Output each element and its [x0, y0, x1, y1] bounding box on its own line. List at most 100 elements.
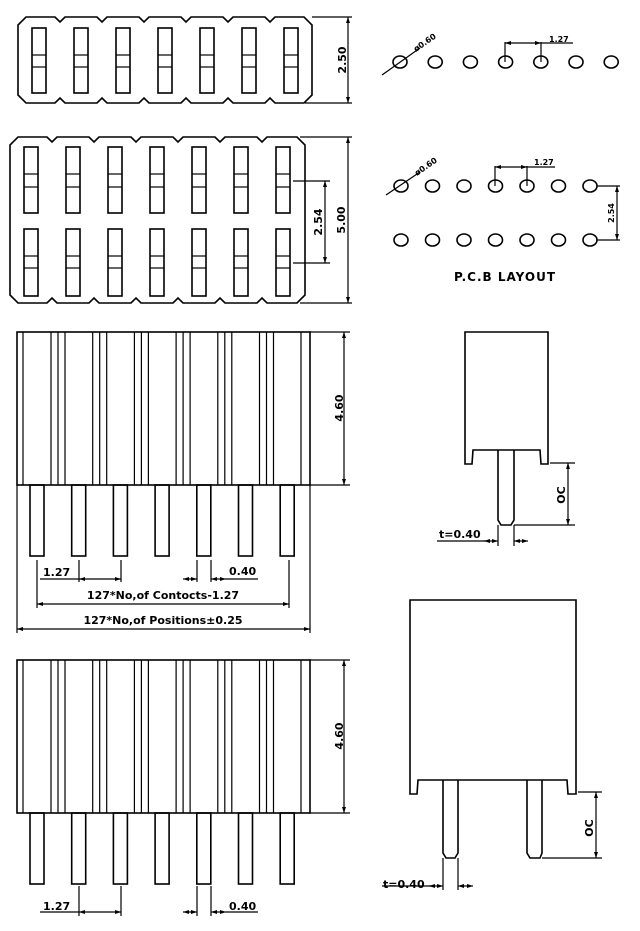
arrow-head — [495, 165, 501, 169]
arrow-head — [342, 807, 346, 813]
pcb-hole — [424, 233, 441, 247]
pin — [196, 812, 212, 885]
pcb-hole — [462, 55, 479, 69]
pin — [154, 812, 170, 885]
pcb-hole-dia-1: ø0.60 — [412, 32, 438, 54]
contact-slot — [233, 146, 249, 214]
pcb-hole — [519, 233, 535, 247]
pcb-hole — [456, 233, 472, 247]
dim-pin-width-0-40-b: 0.40 — [229, 900, 256, 913]
arrow-head — [183, 577, 189, 581]
pin — [237, 484, 254, 557]
dim-row-pitch-2-54: 2.54 — [312, 208, 325, 235]
arrow-head — [191, 910, 197, 914]
pcb-hole — [582, 233, 598, 247]
arrow-head — [183, 910, 189, 914]
contact-slot — [199, 27, 215, 94]
side-pin-b-left — [442, 780, 459, 859]
pcb-hole — [456, 179, 472, 193]
contact-slot — [283, 27, 299, 94]
arrow-head — [220, 910, 226, 914]
contact-slot — [275, 228, 291, 297]
arrow-head — [566, 519, 570, 525]
contact-slot — [23, 228, 39, 297]
pcb-layout-title: P.C.B LAYOUT — [454, 270, 556, 284]
dim-thickness-a: t=0.40 — [439, 528, 481, 541]
contact-slot — [107, 146, 123, 214]
contact-slot — [73, 27, 89, 94]
arrow-head — [437, 884, 443, 888]
dim-pin-width-0-40-a: 0.40 — [229, 565, 256, 578]
pcb-row-pitch: 2.54 — [607, 203, 616, 223]
dim-pitch-1-27-a: 1.27 — [43, 566, 70, 579]
arrow-head — [342, 332, 346, 338]
dim-height-2-50: 2.50 — [336, 46, 349, 73]
pcb-hole — [393, 233, 409, 247]
pin — [29, 484, 45, 557]
pin — [279, 812, 296, 885]
arrow-head — [346, 297, 350, 303]
arrow-head — [211, 577, 217, 581]
arrow-head — [514, 539, 520, 543]
side-pin-a — [497, 450, 515, 526]
pin — [70, 812, 87, 885]
housing-outline-single-row — [17, 16, 313, 104]
positions-formula: 127*No,of Positions±0.25 — [83, 614, 242, 627]
arrow-head — [211, 910, 217, 914]
arrow-head — [323, 257, 327, 263]
pcb-pitch-2: 1.27 — [534, 158, 554, 167]
arrow-head — [115, 910, 121, 914]
contact-slot — [65, 146, 81, 214]
pcb-hole — [393, 179, 409, 193]
contact-slot — [115, 27, 131, 94]
contacts-formula: 127*No,of Contocts-1.27 — [87, 589, 239, 602]
arrow-head — [342, 660, 346, 666]
pcb-hole — [568, 55, 584, 69]
contact-slot — [275, 146, 291, 214]
pin — [112, 812, 129, 885]
dim-pitch-1-27-b: 1.27 — [43, 900, 70, 913]
pin — [279, 484, 296, 557]
pcb-pitch-1: 1.27 — [549, 35, 569, 44]
pcb-hole — [550, 233, 567, 247]
contact-slot — [31, 27, 47, 94]
housing-outline-double-row — [9, 136, 306, 304]
drawing-geometry — [9, 16, 620, 916]
arrow-head — [79, 910, 85, 914]
arrow-head — [346, 17, 350, 23]
contact-slot — [107, 228, 123, 297]
dim-tail-oc-b: OC — [583, 819, 596, 836]
contact-slot — [23, 146, 39, 214]
arrow-head — [37, 602, 43, 606]
pcb-hole — [392, 55, 408, 69]
arrow-head — [594, 792, 598, 798]
pcb-hole — [487, 233, 504, 247]
pcb-hole — [582, 179, 598, 193]
dim-thickness-b: t=0.40 — [383, 878, 425, 891]
pcb-hole — [550, 179, 567, 193]
side-view-body-b — [409, 599, 577, 795]
dim-tail-oc-a: OC — [555, 486, 568, 503]
arrow-head — [594, 852, 598, 858]
pcb-hole — [424, 179, 441, 193]
arrow-head — [346, 137, 350, 143]
arrow-head — [566, 463, 570, 469]
dim-height-4-60-a: 4.60 — [333, 394, 346, 421]
dim-height-5-00: 5.00 — [335, 206, 348, 233]
side-view-body-a — [464, 331, 549, 465]
pin — [196, 484, 212, 557]
contact-slot — [191, 228, 207, 297]
pin — [237, 812, 254, 885]
contact-slot — [149, 228, 165, 297]
pcb-hole-dia-2: ø0.60 — [413, 156, 439, 178]
arrow-head — [346, 97, 350, 103]
pin — [70, 484, 87, 557]
contact-slot — [241, 27, 257, 94]
arrow-head — [191, 577, 197, 581]
side-pin-b-right — [526, 780, 543, 859]
pcb-hole — [603, 55, 620, 69]
pin — [29, 812, 45, 885]
arrow-head — [115, 577, 121, 581]
